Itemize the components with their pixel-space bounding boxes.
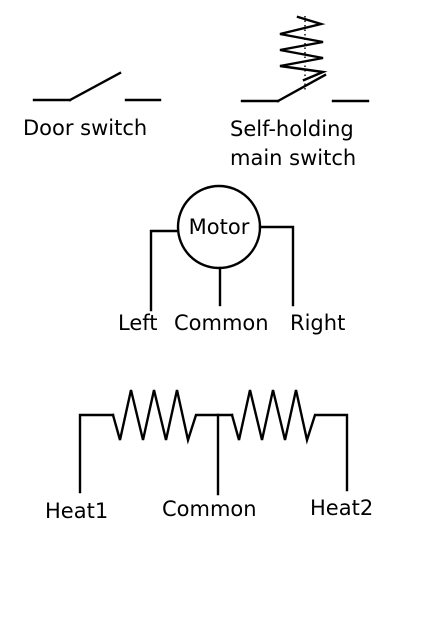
motor-symbol (149, 184, 295, 312)
motor-left-label: Left (118, 311, 158, 335)
motor-label: Motor (189, 215, 250, 239)
heater-symbol (78, 389, 349, 496)
heater-resistor-left (111, 389, 234, 445)
main-switch-spring (279, 15, 328, 82)
main-switch-symbol (240, 15, 370, 103)
main-switch-contact-arm (276, 73, 327, 103)
door-switch-contact-arm (68, 71, 122, 102)
heater-common-label: Common (162, 497, 257, 521)
door-switch-symbol (32, 71, 162, 102)
heater-heat1-wire (78, 413, 115, 494)
heater-resistor-right (230, 389, 349, 492)
main-switch-label-line2: main switch (230, 146, 356, 170)
heater-heat2-label: Heat2 (310, 496, 373, 520)
main-switch-label-line1: Self-holding (230, 117, 354, 141)
motor-common-label: Common (174, 311, 269, 335)
heater-heat1-label: Heat1 (45, 499, 108, 523)
motor-left-terminal-wire (149, 229, 180, 312)
motor-right-terminal-wire (258, 225, 295, 307)
motor-right-label: Right (290, 311, 345, 335)
door-switch-label: Door switch (23, 116, 147, 140)
